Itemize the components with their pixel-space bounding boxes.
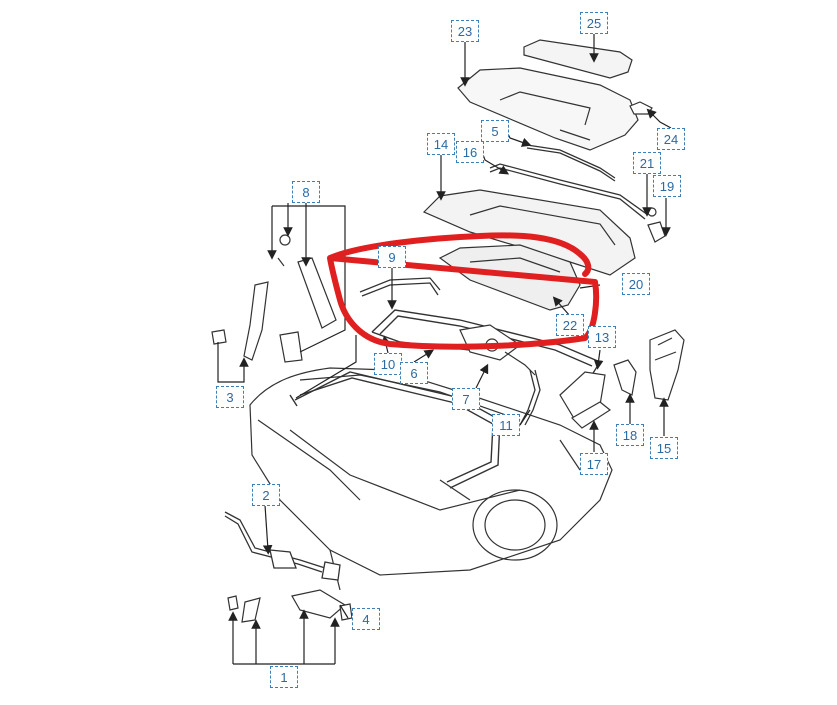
callout-2: 2 (252, 484, 280, 506)
part-19-latch (647, 207, 666, 243)
part-1-bracket-set (227, 589, 353, 623)
callout-14: 14 (427, 133, 455, 155)
car-body-outline (249, 367, 613, 591)
part-7-latch-mechanism (459, 324, 536, 376)
callout-1: 1 (270, 666, 298, 688)
part-22-inner-frame (438, 244, 581, 311)
part-5-rod (526, 144, 616, 182)
part-8-linkage (277, 234, 337, 363)
callout-5: 5 (481, 120, 509, 142)
callout-8: 8 (292, 181, 320, 203)
callout-7: 7 (452, 388, 480, 410)
callout-15: 15 (650, 437, 678, 459)
callout-19: 19 (653, 175, 681, 197)
callout-21: 21 (633, 152, 661, 174)
callout-11: 11 (492, 414, 520, 436)
part-11-side-strut (519, 369, 541, 426)
part-17-bracket (571, 401, 612, 429)
part-9-bow (359, 277, 441, 297)
callout-23: 23 (451, 20, 479, 42)
part-23-roof-panel (457, 67, 639, 151)
callout-10: 10 (374, 353, 402, 375)
part-16-rod (489, 163, 649, 220)
callout-4: 4 (352, 608, 380, 630)
callout-20: 20 (622, 273, 650, 295)
part-3-arm (211, 281, 269, 361)
part-15-hinge-assembly (649, 329, 685, 401)
callout-25: 25 (580, 12, 608, 34)
callout-3: 3 (216, 386, 244, 408)
callout-13: 13 (588, 326, 616, 348)
part-18-hinge (613, 359, 637, 396)
part-2-rod-assembly (224, 511, 341, 581)
callout-18: 18 (616, 424, 644, 446)
callout-6: 6 (400, 362, 428, 384)
windshield-frame (289, 371, 501, 489)
callout-17: 17 (580, 453, 608, 475)
callout-9: 9 (378, 246, 406, 268)
part-24-clip (629, 101, 653, 115)
callout-24: 24 (657, 128, 685, 150)
callout-16: 16 (456, 141, 484, 163)
part-25-roof-cover (523, 39, 633, 79)
callout-22: 22 (556, 314, 584, 336)
